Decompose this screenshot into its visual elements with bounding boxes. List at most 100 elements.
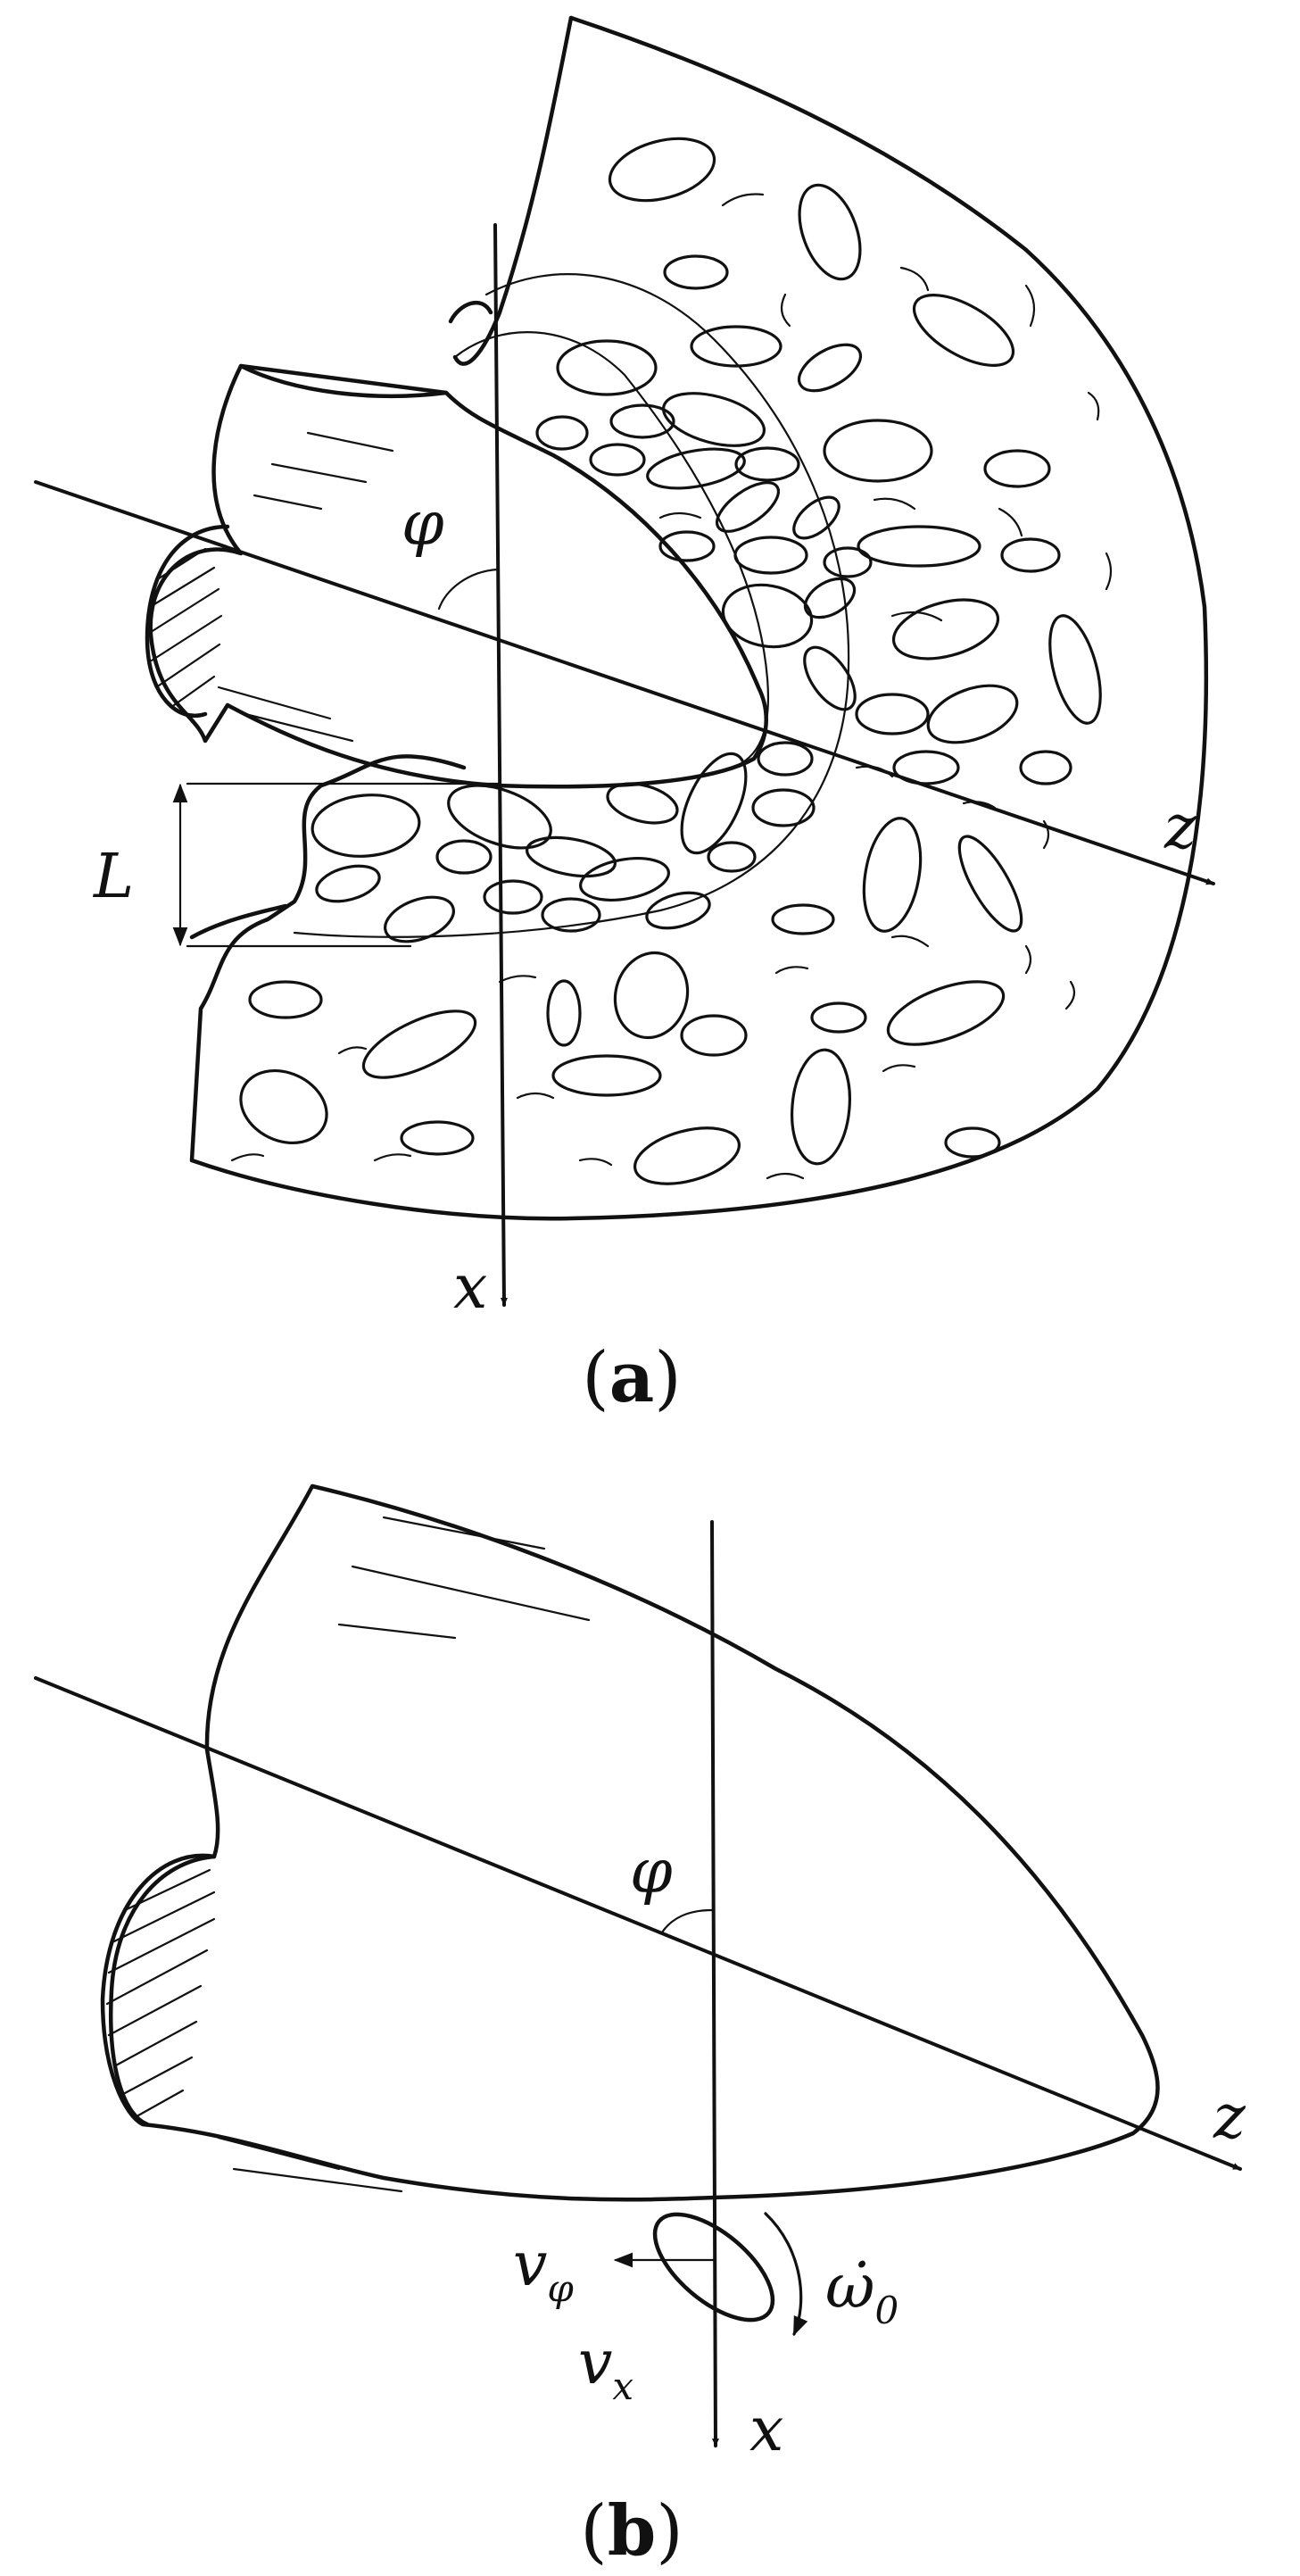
pore <box>926 684 1019 744</box>
axes-a: φ z x <box>34 223 1215 1323</box>
pore <box>551 1054 662 1097</box>
crack <box>1024 944 1032 975</box>
cutter-end-face <box>109 1854 217 2127</box>
pore <box>579 857 670 902</box>
pore <box>633 1126 741 1185</box>
cutter-shading <box>217 1516 591 2193</box>
label-v-x: vx <box>578 2328 633 2408</box>
pore <box>661 392 766 447</box>
crack <box>890 611 943 622</box>
crack <box>766 1172 805 1180</box>
crack <box>498 975 537 984</box>
pore <box>613 951 690 1040</box>
caption-b: (b) <box>580 2490 683 2572</box>
pore <box>239 1068 328 1145</box>
z-axis-a <box>34 480 1215 885</box>
label-v-phi: vφ <box>513 2230 574 2310</box>
crack <box>658 511 702 519</box>
pore <box>771 903 835 935</box>
porous-medium <box>189 15 1209 1221</box>
pore <box>680 752 748 855</box>
pore <box>384 895 455 943</box>
panel-b: φ z x vφ vx ω̇0 (b) <box>34 1483 1246 2572</box>
label-z-b: z <box>1213 2082 1246 2153</box>
pore <box>857 525 981 568</box>
pore <box>1048 614 1102 725</box>
pore <box>792 495 840 540</box>
pore <box>798 183 862 281</box>
porous-back-top <box>448 301 493 324</box>
porous-outer-boundary <box>189 15 1209 1221</box>
tool-shading <box>217 431 394 743</box>
pore <box>757 741 814 777</box>
pore <box>609 403 675 439</box>
pore <box>447 784 552 850</box>
pore <box>862 817 923 933</box>
pore <box>658 530 716 562</box>
crack <box>1064 980 1076 1010</box>
crack <box>1024 284 1036 328</box>
crack <box>774 966 809 975</box>
pore <box>734 446 800 482</box>
pores <box>239 137 1102 1185</box>
crack <box>873 497 916 511</box>
crack <box>1042 819 1050 850</box>
z-axis-b <box>34 1676 1242 2171</box>
pore <box>556 339 658 396</box>
pore <box>1000 537 1061 573</box>
crack <box>998 507 1023 537</box>
pore <box>733 536 808 575</box>
crack <box>780 293 791 328</box>
pore <box>248 980 323 1019</box>
label-phi-b: φ <box>630 1837 673 1907</box>
pore <box>663 254 729 290</box>
pore <box>535 415 589 451</box>
damage-zone-boundary <box>293 273 850 938</box>
pore <box>891 598 1000 661</box>
label-z-a: z <box>1163 793 1197 863</box>
pore <box>721 583 814 649</box>
crack <box>721 193 765 207</box>
crack <box>373 1153 412 1162</box>
pore <box>608 137 716 203</box>
pore <box>690 325 782 368</box>
pore <box>716 481 780 533</box>
pore <box>912 294 1015 367</box>
crack <box>899 266 930 292</box>
pore <box>707 841 757 873</box>
cutting-tool <box>145 363 768 789</box>
panel-a: L φ z x (a) <box>34 15 1215 1418</box>
pore <box>680 1014 748 1057</box>
pore <box>810 1001 867 1034</box>
pore <box>400 1120 475 1156</box>
pore <box>1019 750 1072 785</box>
pore <box>526 835 617 878</box>
pore <box>606 782 679 825</box>
x-axis-a <box>493 223 508 1307</box>
crack <box>516 1092 555 1100</box>
pore <box>646 447 746 490</box>
label-x-b: x <box>749 2395 783 2465</box>
crack <box>890 935 930 948</box>
l-dimension: L <box>92 782 501 948</box>
crack <box>578 1158 613 1167</box>
label-x-a: x <box>453 1252 487 1323</box>
omega-arrow <box>764 2212 808 2337</box>
tool-top-edge <box>238 363 449 398</box>
pore <box>541 897 601 933</box>
x-axis-b <box>710 1520 719 2447</box>
pore <box>315 864 381 903</box>
pore <box>803 645 857 711</box>
pore <box>944 1126 1001 1159</box>
pore <box>957 835 1023 933</box>
label-phi-a: φ <box>402 489 444 560</box>
pore <box>983 449 1051 488</box>
pore <box>361 1010 477 1079</box>
pore <box>483 879 543 915</box>
label-omega: ω̇0 <box>825 2252 898 2332</box>
porous-inner-left <box>452 15 574 366</box>
pore <box>892 750 960 785</box>
pore <box>589 443 646 477</box>
crack <box>1087 391 1100 421</box>
groove-bottom-edge <box>189 903 288 940</box>
